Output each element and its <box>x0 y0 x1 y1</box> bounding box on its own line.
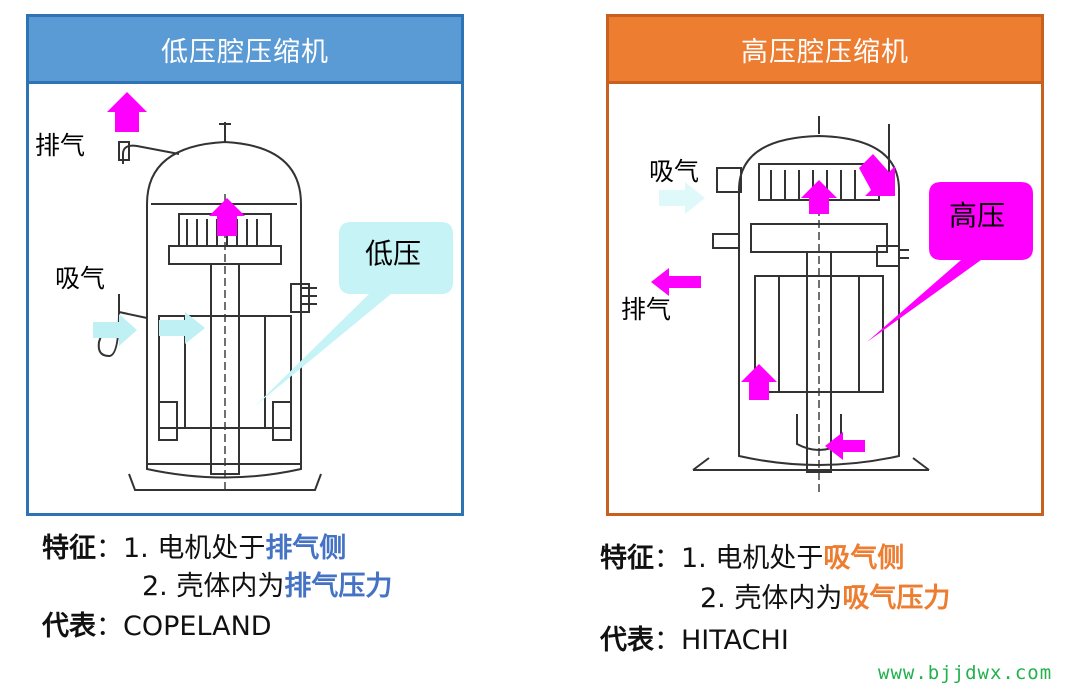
low-pressure-title: 低压腔压缩机 <box>29 17 461 84</box>
right-oil-arrow <box>825 432 865 460</box>
feature-1-text: 1. 电机处于 <box>681 543 824 574</box>
feature-1-highlight: 吸气侧 <box>823 543 905 574</box>
watermark-text: www.bjjdwx.com <box>878 662 1053 684</box>
high-pressure-compressor-diagram <box>651 116 1033 494</box>
feature-2-highlight: 吸气压力 <box>842 583 951 614</box>
representative-value: COPELAND <box>123 611 272 642</box>
feature-separator: ： <box>654 543 681 574</box>
low-pressure-callout-bubble <box>255 222 453 406</box>
left-suction-arrow-1 <box>93 314 137 346</box>
low-pressure-compressor-diagram <box>93 92 453 494</box>
representative-value: HITACHI <box>681 625 789 656</box>
high-pressure-callout-text: 高压 <box>949 199 1006 232</box>
feature-1-highlight: 排气侧 <box>265 533 347 564</box>
high-pressure-panel: 高压腔压缩机 <box>606 14 1044 516</box>
high-pressure-callout-bubble <box>867 182 1033 342</box>
left-suction-arrow-2 <box>159 312 205 344</box>
high-pressure-features: 特征：1. 电机处于吸气侧 2. 壳体内为吸气压力 代表：HITACHI <box>600 540 1030 660</box>
high-pressure-diagram-area: 吸气 排气 高压 <box>609 84 1041 513</box>
right-exhaust-arrow <box>651 268 701 296</box>
feature-2-highlight: 排气压力 <box>284 571 393 602</box>
right-exhaust-label: 排气 <box>621 295 672 324</box>
right-motor-arrow <box>741 364 777 400</box>
high-pressure-title: 高压腔压缩机 <box>609 17 1041 84</box>
feature-2-text: 2. 壳体内为 <box>700 583 843 614</box>
low-pressure-diagram-area: 排气 吸气 低压 <box>29 84 461 513</box>
right-suction-arrow <box>659 182 705 214</box>
feature-1-text: 1. 电机处于 <box>123 533 266 564</box>
right-internal-arrow-up <box>801 180 837 214</box>
representative-separator: ： <box>96 611 123 642</box>
low-pressure-features: 特征：1. 电机处于排气侧 2. 壳体内为排气压力 代表：COPELAND <box>42 530 472 650</box>
feature-key: 特征 <box>600 543 654 574</box>
representative-key: 代表 <box>42 611 96 642</box>
representative-key: 代表 <box>600 625 654 656</box>
feature-separator: ： <box>96 533 123 564</box>
feature-2-text: 2. 壳体内为 <box>142 571 285 602</box>
left-internal-arrow <box>209 198 245 236</box>
feature-key: 特征 <box>42 533 96 564</box>
left-exhaust-arrow <box>107 92 147 132</box>
representative-separator: ： <box>654 625 681 656</box>
right-suction-label: 吸气 <box>649 157 700 186</box>
right-internal-arrow-diag <box>859 154 895 196</box>
low-pressure-panel: 低压腔压缩机 <box>26 14 464 516</box>
low-pressure-callout-text: 低压 <box>365 237 422 270</box>
left-suction-label: 吸气 <box>55 264 106 293</box>
left-exhaust-label: 排气 <box>35 131 86 160</box>
